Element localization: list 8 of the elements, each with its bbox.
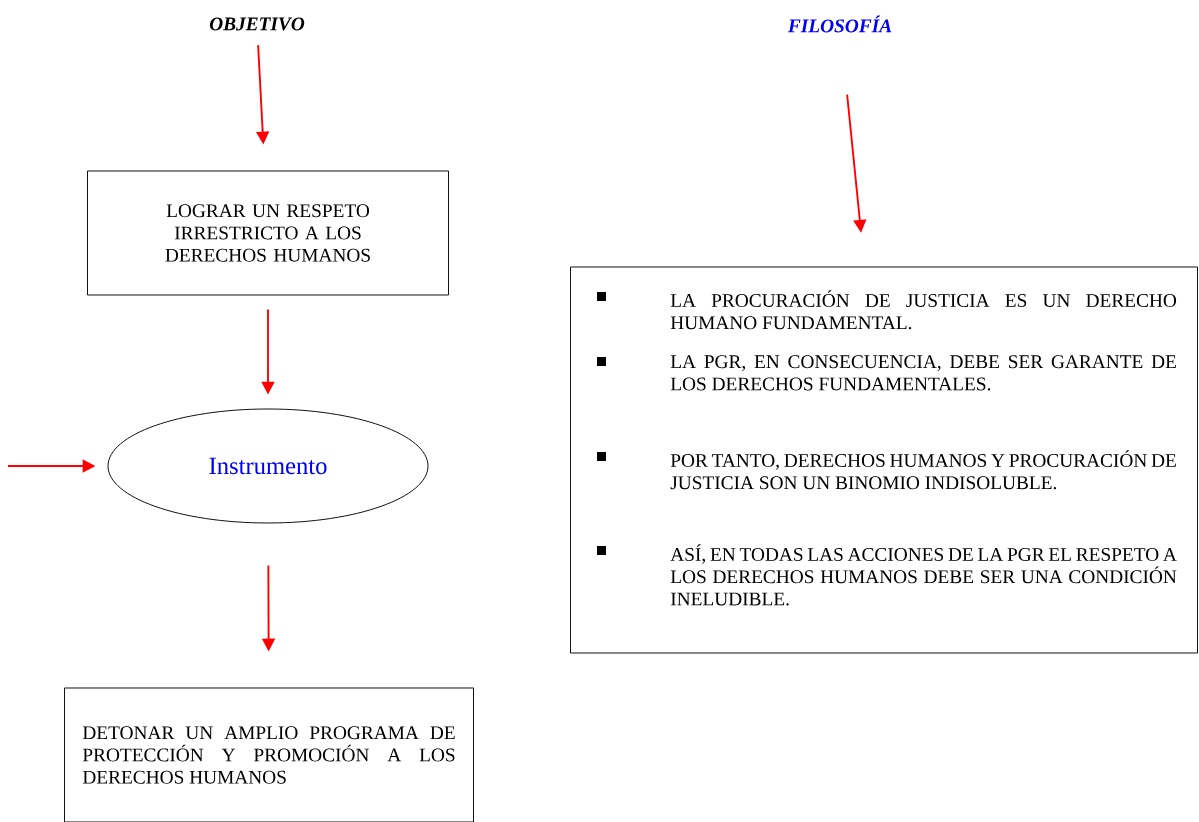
bullet-text: POR TANTO, DERECHOS HUMANOS Y PROCURACIÓN DE JUSTICIA SON UN BINOMIO INDISOLUBLE. [670, 450, 1176, 490]
text-box: DETONAR UN AMPLIO PROGRAMA DE PROTECCIÓN Y PROMOCIÓN A LOS DERECHOS HUMANOS [64, 687, 474, 822]
bullet-text: LA PROCURACIÓN DE JUSTICIA ES UN DERECHO HUMANO FUNDAMENTAL. [670, 290, 1177, 330]
bullet-text: LA PGR, EN CONSECUENCIA, DEBE SER GARANTE DE LOS DERECHOS FUNDAMENTALES. [670, 355, 1176, 391]
heading: OBJETIVO [209, 17, 305, 31]
bullet-text: ASÍ, EN TODAS LAS ACCIONES DE LA PGR EL RESPETO A LOS DERECHOS HUMANOS DEBE SER UNA CONDICIÓN INELUDIBLE. [670, 544, 1177, 606]
text-box: LOGRAR UN RESPETO IRRESTRICTO A LOS DERECHOS HUMANOS [87, 170, 449, 296]
heading: FILOSOFÍA [787, 15, 892, 33]
